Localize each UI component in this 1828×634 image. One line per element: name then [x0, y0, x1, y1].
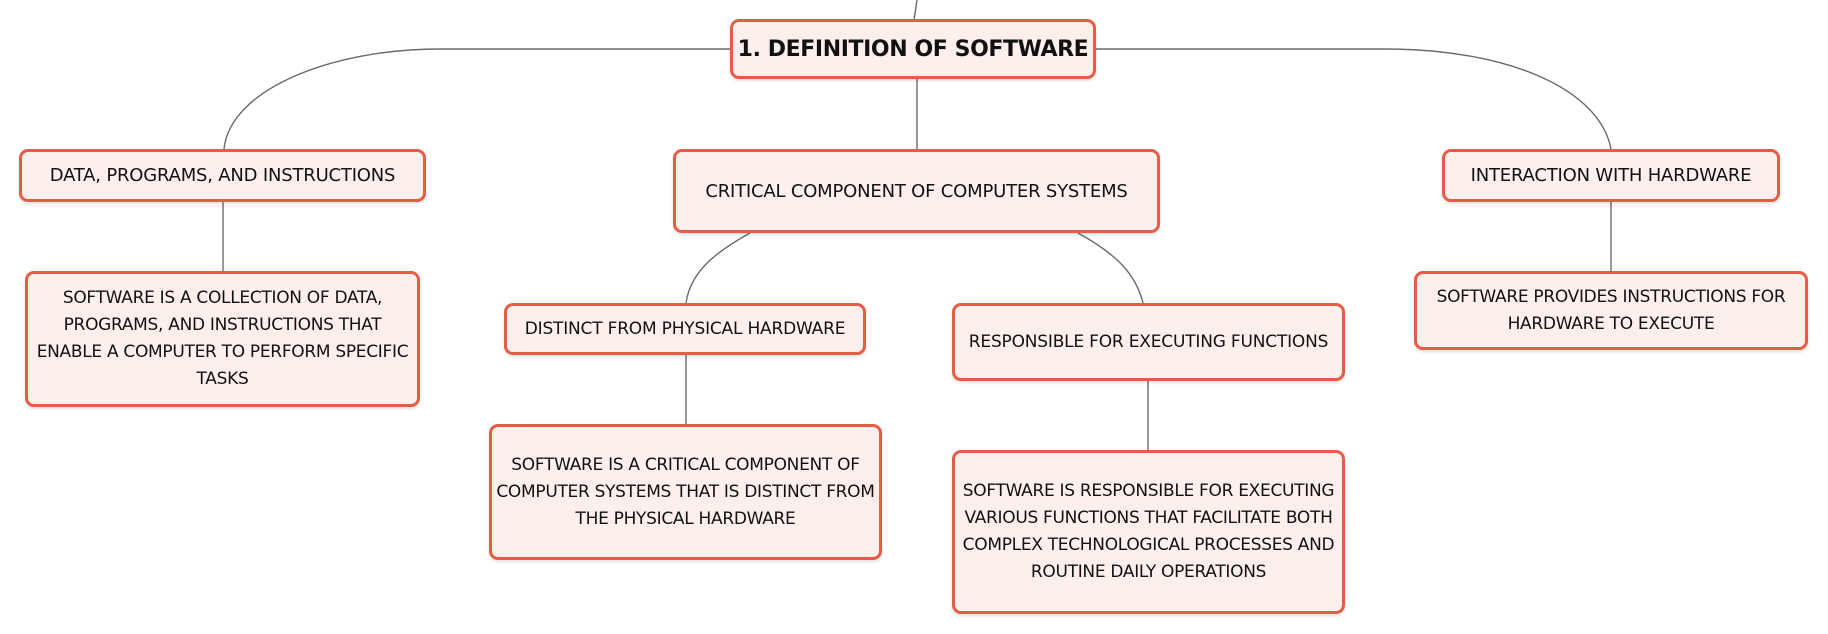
detail-node-distinct-hardware: SOFTWARE IS A CRITICAL COMPONENT OF COMP… [489, 424, 882, 560]
detail-node-data-programs: SOFTWARE IS A COLLECTION OF DATA, PROGRA… [25, 271, 420, 407]
root-node-label: 1. DEFINITION OF SOFTWARE [737, 36, 1089, 62]
branch-node-label: INTERACTION WITH HARDWARE [1470, 165, 1752, 186]
sub-node-label: DISTINCT FROM PHYSICAL HARDWARE [524, 319, 846, 339]
root-node-definition-of-software: 1. DEFINITION OF SOFTWARE [730, 19, 1096, 79]
detail-node-text: SOFTWARE PROVIDES INSTRUCTIONS FOR HARDW… [1436, 286, 1786, 334]
sub-node-label: RESPONSIBLE FOR EXECUTING FUNCTIONS [968, 332, 1329, 352]
connector-incoming [913, 0, 918, 21]
branch-node-label: CRITICAL COMPONENT OF COMPUTER SYSTEMS [705, 180, 1128, 202]
connector-critical-to-responsible [1077, 232, 1144, 304]
detail-node-text: SOFTWARE IS A COLLECTION OF DATA, PROGRA… [36, 288, 409, 389]
detail-node-interaction-hardware: SOFTWARE PROVIDES INSTRUCTIONS FOR HARDW… [1414, 271, 1808, 350]
branch-node-data-programs-instructions: DATA, PROGRAMS, AND INSTRUCTIONS [19, 149, 426, 202]
branch-node-label: DATA, PROGRAMS, AND INSTRUCTIONS [49, 165, 396, 186]
detail-node-text: SOFTWARE IS A CRITICAL COMPONENT OF COMP… [496, 454, 875, 529]
detail-node-executing-functions: SOFTWARE IS RESPONSIBLE FOR EXECUTING VA… [952, 450, 1345, 614]
detail-node-text: SOFTWARE IS RESPONSIBLE FOR EXECUTING VA… [962, 481, 1335, 582]
sub-node-responsible-for-executing-functions: RESPONSIBLE FOR EXECUTING FUNCTIONS [952, 303, 1345, 381]
connector-root-to-interaction-hardware [1096, 48, 1612, 150]
branch-node-critical-component: CRITICAL COMPONENT OF COMPUTER SYSTEMS [673, 149, 1160, 233]
sub-node-distinct-from-physical-hardware: DISTINCT FROM PHYSICAL HARDWARE [504, 303, 866, 355]
connector-root-to-data-programs [223, 48, 730, 150]
branch-node-interaction-with-hardware: INTERACTION WITH HARDWARE [1442, 149, 1780, 202]
connector-critical-to-distinct [685, 232, 751, 304]
